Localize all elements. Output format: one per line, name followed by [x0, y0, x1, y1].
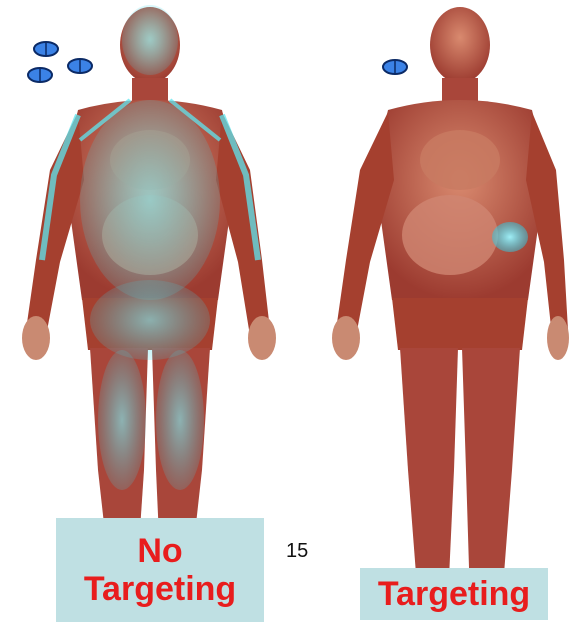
- page-number: 15: [286, 540, 308, 563]
- pill-icon: [33, 40, 59, 58]
- target-site-icon: [492, 222, 528, 252]
- pill-icon: [382, 58, 408, 76]
- label-targeting-text: Targeting: [378, 575, 530, 614]
- label-no-targeting-line2: Targeting: [84, 570, 236, 608]
- anatomy-figure-targeting: [300, 0, 571, 622]
- label-no-targeting-line1: No: [137, 532, 182, 570]
- label-targeting: Targeting: [360, 568, 548, 620]
- label-no-targeting: No Targeting: [56, 518, 264, 622]
- pill-icon: [27, 66, 53, 84]
- pill-icon: [67, 57, 93, 75]
- body-illustration-right: [300, 0, 571, 622]
